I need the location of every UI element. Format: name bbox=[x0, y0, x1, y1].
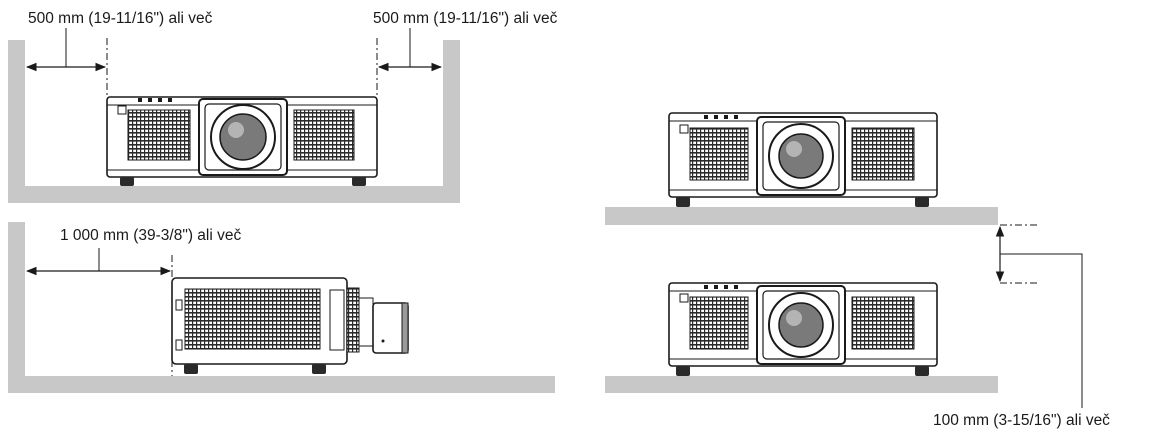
right-clearance-label: 500 mm (19-11/16") ali več bbox=[373, 10, 558, 27]
wall-floor-u-shape bbox=[8, 40, 460, 203]
stack-gap-label: 100 mm (3-15/16") ali več bbox=[933, 412, 1110, 429]
upper-projector bbox=[668, 112, 938, 207]
left-clearance-label: 500 mm (19-11/16") ali več bbox=[28, 10, 213, 27]
projector-side-view bbox=[171, 277, 409, 374]
upper-shelf bbox=[605, 207, 998, 225]
rear-clearance-label: 1 000 mm (39-3/8") ali več bbox=[60, 227, 242, 244]
side-view-clearance-panel bbox=[8, 222, 555, 393]
lower-shelf bbox=[605, 376, 998, 393]
projector-front-view bbox=[106, 96, 378, 186]
front-view-clearance-panel bbox=[8, 28, 460, 203]
stack-gap-leader bbox=[1000, 253, 1083, 408]
stacked-clearance-panel bbox=[605, 112, 1083, 408]
lower-projector bbox=[668, 282, 938, 376]
